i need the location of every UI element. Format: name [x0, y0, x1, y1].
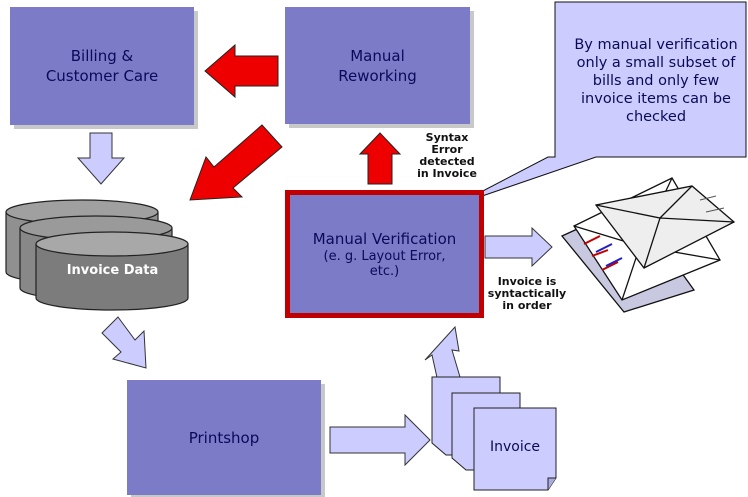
- invoice-data-label: Invoice Data: [66, 263, 159, 278]
- arrow-right-verification: [484, 226, 553, 268]
- arrow-right-printshop: [329, 413, 431, 467]
- syntax-error-label: Syntax Error detected in Invoice: [417, 131, 477, 180]
- database-icon: [5, 199, 189, 311]
- billing-customer-care-box: Billing & Customer Care: [10, 7, 194, 125]
- red-arrow-left: [204, 43, 279, 99]
- invoice-document-label: Invoice: [489, 439, 541, 455]
- billing-customer-care-label: Billing & Customer Care: [45, 47, 159, 85]
- arrow-up-invoice: [424, 325, 461, 383]
- syntactically-in-order-label: Invoice is syntactically in order: [487, 275, 567, 312]
- printshop-box: Printshop: [127, 380, 321, 495]
- callout-text: By manual verification only a small subs…: [574, 37, 738, 125]
- invoice-documents-icon: [431, 376, 557, 491]
- manual-reworking-label: Manual Reworking: [338, 46, 417, 85]
- red-arrow-diagonal: [189, 124, 283, 201]
- manual-verification-title: Manual Verification: [312, 230, 457, 248]
- envelopes-icon: [560, 177, 736, 313]
- printshop-label: Printshop: [188, 428, 260, 447]
- callout-bubble: [455, 1, 747, 206]
- arrow-down-billing: [76, 132, 126, 185]
- red-arrow-up: [358, 132, 402, 185]
- arrow-down-data: [101, 316, 147, 369]
- manual-verification-subtitle: (e. g. Layout Error, etc.): [323, 249, 446, 279]
- manual-verification-box: Manual Verification (e. g. Layout Error,…: [285, 190, 484, 318]
- manual-reworking-box: Manual Reworking: [285, 7, 470, 124]
